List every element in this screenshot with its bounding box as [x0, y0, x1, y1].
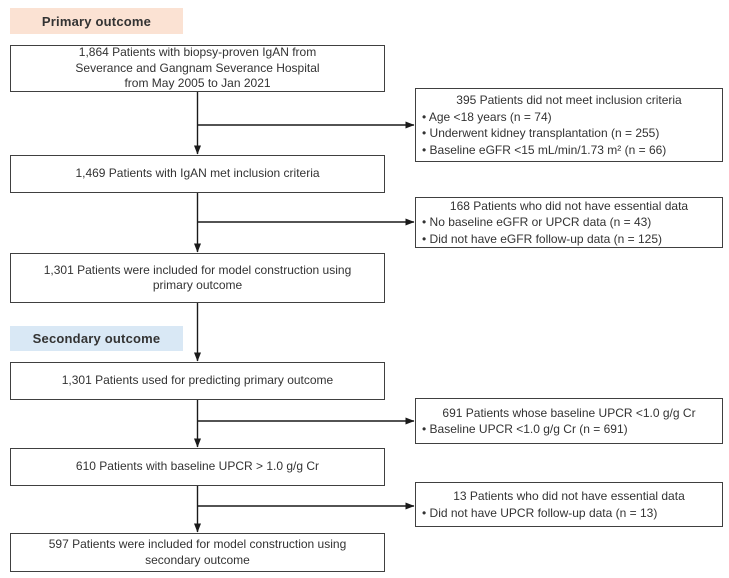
flow-box-text: Severance and Gangnam Severance Hospital: [75, 60, 320, 75]
side-box-bullet: • Did not have eGFR follow-up data (n = …: [422, 231, 662, 246]
flow-box-text: primary outcome: [152, 278, 243, 292]
side-box-bullet: • Did not have UPCR follow-up data (n = …: [422, 505, 658, 520]
flow-box-predicting-primary-outcome: 1,301 Patients used for predicting prima…: [10, 362, 385, 400]
secondary-outcome-label: Secondary outcome: [10, 326, 183, 351]
flow-box-text: 597 Patients were included for model con…: [48, 537, 347, 551]
side-box-excluded-missing-data-secondary: 13 Patients who did not have essential d…: [415, 482, 723, 527]
side-box-excluded-low-upcr: 691 Patients whose baseline UPCR <1.0 g/…: [415, 398, 723, 444]
flow-box-text: secondary outcome: [145, 552, 250, 567]
flow-box-text: from May 2005 to Jan 2021: [124, 76, 271, 91]
flow-box-secondary-model-construction: 597 Patients were included for model con…: [10, 533, 385, 572]
flow-box-primary-model-construction: 1,301 Patients were included for model c…: [10, 253, 385, 303]
flow-box-text: 610 Patients with baseline UPCR > 1.0 g/…: [75, 459, 320, 474]
side-box-title: 395 Patients did not meet inclusion crit…: [456, 93, 682, 107]
side-box-excluded-inclusion-criteria: 395 Patients did not meet inclusion crit…: [415, 88, 723, 162]
side-box-bullet: • Underwent kidney transplantation (n = …: [422, 126, 660, 140]
side-box-excluded-missing-data-primary: 168 Patients who did not have essential …: [415, 197, 723, 248]
side-box-bullet: • Baseline eGFR <15 mL/min/1.73 m² (n = …: [422, 142, 667, 157]
flow-box-met-inclusion-criteria: 1,469 Patients with IgAN met inclusion c…: [10, 155, 385, 193]
flow-box-text: 1,469 Patients with IgAN met inclusion c…: [75, 166, 320, 181]
side-box-title: 13 Patients who did not have essential d…: [453, 489, 685, 503]
side-box-title: 691 Patients whose baseline UPCR <1.0 g/…: [442, 405, 696, 420]
side-box-bullet: • Baseline UPCR <1.0 g/g Cr (n = 691): [422, 422, 628, 436]
flow-box-text: 1,301 Patients used for predicting prima…: [61, 373, 334, 388]
flow-box-text: 1,864 Patients with biopsy-proven IgAN f…: [78, 45, 317, 60]
flow-box-initial-cohort: 1,864 Patients with biopsy-proven IgAN f…: [10, 45, 385, 92]
primary-outcome-label: Primary outcome: [10, 8, 183, 34]
flow-box-baseline-upcr-above-1: 610 Patients with baseline UPCR > 1.0 g/…: [10, 448, 385, 486]
flow-box-text: 1,301 Patients were included for model c…: [43, 262, 352, 277]
side-box-bullet: • Age <18 years (n = 74): [422, 109, 552, 124]
side-box-title: 168 Patients who did not have essential …: [449, 198, 689, 213]
side-box-bullet: • No baseline eGFR or UPCR data (n = 43): [422, 215, 652, 230]
